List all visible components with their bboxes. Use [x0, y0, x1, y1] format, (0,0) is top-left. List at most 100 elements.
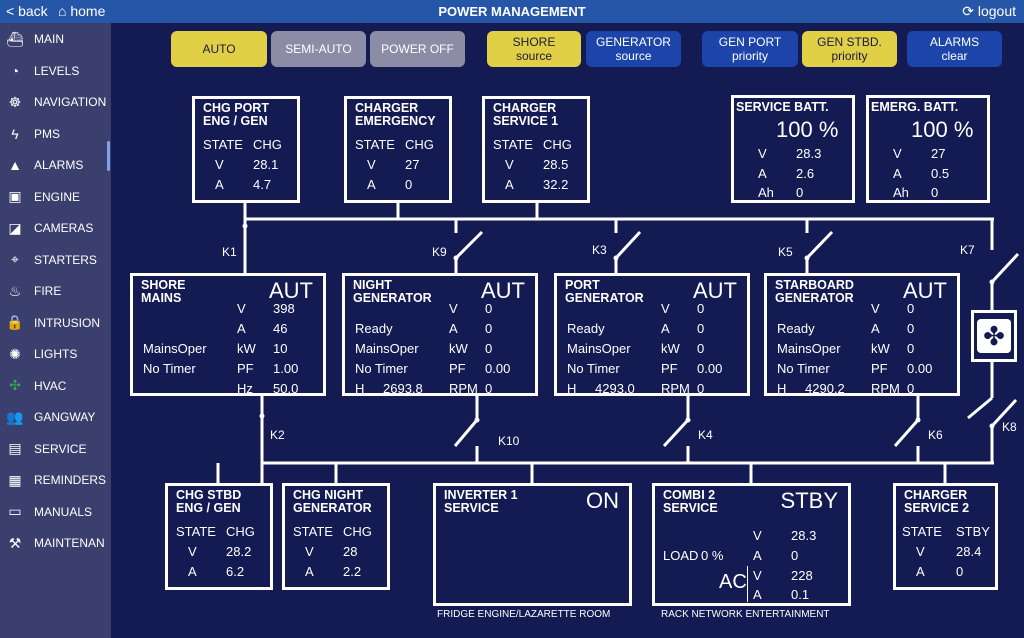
- gauge-icon: ◔: [10, 62, 20, 79]
- state-label: STATE: [203, 137, 243, 152]
- a-label: A: [188, 564, 197, 579]
- load-label: LOAD: [663, 548, 699, 563]
- mode-status: AUT: [269, 278, 313, 303]
- rpm-label: RPM: [661, 381, 690, 396]
- sidebar-item-lights[interactable]: ✺LIGHTS: [0, 339, 108, 369]
- title-line2: GENERATOR: [775, 291, 854, 305]
- state-label: STATE: [293, 524, 333, 539]
- sidebar-item-main[interactable]: ⛴MAIN: [0, 24, 108, 54]
- v-label: V: [305, 544, 314, 559]
- voltage-value: 0: [485, 301, 493, 316]
- sidebar-item-levels[interactable]: ◔LEVELS: [0, 56, 108, 86]
- title-line1: CHG PORT: [203, 101, 269, 115]
- sidebar-item-navigation[interactable]: ☸NAVIGATION: [0, 87, 108, 117]
- v-label: V: [753, 568, 762, 583]
- sidebar-item-starters[interactable]: ⌖STARTERS: [0, 245, 108, 275]
- v-label: V: [505, 157, 514, 172]
- sidebar-item-service[interactable]: ▤SERVICE: [0, 434, 108, 464]
- title-line1: CHARGER: [904, 488, 968, 502]
- auto-button[interactable]: AUTO: [171, 31, 267, 67]
- semi-auto-button[interactable]: SEMI-AUTO: [271, 31, 366, 67]
- sidebar-item-cameras[interactable]: ◪CAMERAS: [0, 213, 108, 243]
- sidebar-item-intrusion[interactable]: 🔒INTRUSION: [0, 308, 108, 338]
- power-value: 10: [273, 341, 288, 356]
- switch-k10-label[interactable]: K10: [498, 434, 520, 448]
- switch-k4-label[interactable]: K4: [698, 428, 713, 442]
- switch-k2-label[interactable]: K2: [270, 428, 285, 442]
- sidebar-item-engine[interactable]: ▣ENGINE: [0, 182, 108, 212]
- switch-k5-label[interactable]: K5: [778, 245, 793, 259]
- title-line1: SHORE: [141, 278, 186, 292]
- sidebar-item-manuals[interactable]: ▭MANUALS: [0, 497, 108, 527]
- mains-oper-status: MainsOper: [567, 341, 631, 356]
- title-line2: GENERATOR: [293, 501, 372, 515]
- sidebar-item-alarms[interactable]: ▲ALARMS: [0, 150, 108, 180]
- home-link[interactable]: ⌂ home: [58, 3, 106, 19]
- a-label: A: [449, 321, 458, 336]
- sidebar-item-gangway[interactable]: 👥GANGWAY: [0, 402, 108, 432]
- v-label: V: [893, 146, 902, 161]
- back-link[interactable]: < back: [6, 3, 48, 19]
- frequency-value: 50.0: [273, 381, 299, 396]
- hours-value: 4290.2: [805, 381, 845, 396]
- voltage-value: 0: [907, 301, 915, 316]
- btn-line2: priority: [831, 49, 868, 63]
- sidebar-item-reminders[interactable]: ▦REMINDERS: [0, 465, 108, 495]
- fan-box[interactable]: ✤: [971, 310, 1017, 362]
- v-label: V: [758, 146, 767, 161]
- crosshair-icon: ⌖: [11, 251, 19, 267]
- title-line2: SERVICE: [444, 501, 499, 515]
- switch-k1-label[interactable]: K1: [222, 245, 237, 259]
- ah-value: 0: [796, 185, 804, 200]
- gen-stbd-priority-button[interactable]: GEN STBD.priority: [802, 31, 897, 67]
- switch-k7-label[interactable]: K7: [960, 243, 975, 257]
- switch-k6-label[interactable]: K6: [928, 428, 943, 442]
- switch-k9-label[interactable]: K9: [432, 245, 447, 259]
- dc-voltage-value: 28.3: [791, 528, 817, 543]
- pf-label: PF: [237, 361, 254, 376]
- sidebar-scrollbar[interactable]: [107, 141, 110, 171]
- sidebar-item-hvac[interactable]: ✣HVAC: [0, 371, 108, 401]
- page-title: POWER MANAGEMENT: [438, 4, 586, 19]
- power-off-button[interactable]: POWER OFF: [370, 31, 465, 67]
- state-label: STATE: [902, 524, 942, 539]
- sidebar-item-maintenan[interactable]: ⚒MAINTENAN: [0, 528, 108, 558]
- hz-label: Hz: [237, 381, 253, 396]
- a-label: A: [661, 321, 670, 336]
- btn-line2: source: [615, 49, 652, 63]
- hours-label: H: [777, 381, 787, 396]
- btn-line1: GEN STBD.: [817, 35, 882, 49]
- switch-k8-label[interactable]: K8: [1002, 420, 1017, 434]
- mode-status: AUT: [481, 278, 525, 303]
- box-title: EMERG. BATT.: [871, 100, 959, 114]
- v-label: V: [661, 301, 670, 316]
- charge-percent: 100 %: [776, 117, 839, 142]
- sidebar-item-fire[interactable]: ♨FIRE: [0, 276, 108, 306]
- logout-link[interactable]: ⟳ logout: [962, 3, 1016, 19]
- switch-k3-label[interactable]: K3: [592, 243, 607, 257]
- pf-value: 1.00: [273, 361, 299, 376]
- a-label: A: [505, 177, 514, 192]
